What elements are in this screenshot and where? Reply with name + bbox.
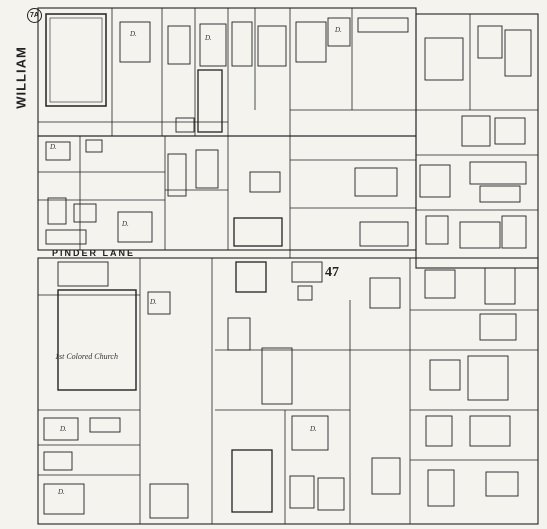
street-label-william: WILLIAM (13, 46, 29, 109)
block-number: 47 (325, 265, 339, 280)
block-outline-central (37, 135, 417, 251)
dwelling-label: D. (58, 488, 65, 496)
church-label: 1st Colored Church (55, 352, 118, 361)
dwelling-label: D. (335, 26, 342, 34)
dwelling-label: D. (130, 30, 137, 38)
block-outline-north (37, 7, 417, 137)
nw-institution (45, 13, 107, 107)
dwelling-label: D. (310, 425, 317, 433)
dwelling-label: D. (122, 220, 129, 228)
church-building (57, 289, 137, 391)
block-outline-south (37, 257, 539, 525)
plate-number-badge: 7A (27, 8, 42, 23)
dwelling-label: D. (150, 298, 157, 306)
street-label-pinder-lane: PINDER LANE (52, 248, 136, 258)
dwelling-label: D. (50, 143, 57, 151)
dwelling-label: D. (205, 34, 212, 42)
block-outline-northeast (415, 13, 539, 269)
dwelling-label: D. (60, 425, 67, 433)
